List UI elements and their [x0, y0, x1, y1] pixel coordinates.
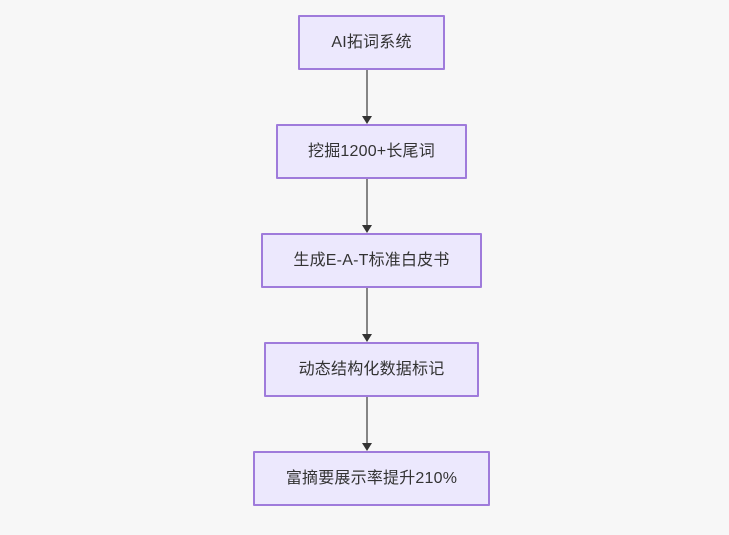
arrowhead-icon: [362, 334, 372, 342]
flow-edge: [361, 70, 373, 124]
arrowhead-icon: [362, 225, 372, 233]
flow-node[interactable]: AI拓词系统: [298, 15, 445, 70]
flow-node[interactable]: 挖掘1200+长尾词: [276, 124, 467, 179]
flow-node[interactable]: 富摘要展示率提升210%: [253, 451, 490, 506]
flow-edge: [361, 397, 373, 451]
flow-node-label: 富摘要展示率提升210%: [285, 469, 458, 487]
edge-line: [366, 288, 368, 335]
flow-edge: [361, 288, 373, 342]
flow-node-label: AI拓词系统: [331, 33, 412, 51]
flow-edge: [361, 179, 373, 233]
flow-node-label: 动态结构化数据标记: [298, 360, 445, 378]
flow-node-label: 挖掘1200+长尾词: [308, 142, 435, 160]
arrowhead-icon: [362, 443, 372, 451]
edge-line: [366, 179, 368, 226]
flow-node[interactable]: 生成E-A-T标准白皮书: [261, 233, 482, 288]
flow-node-label: 生成E-A-T标准白皮书: [293, 251, 450, 269]
flow-node[interactable]: 动态结构化数据标记: [264, 342, 479, 397]
edge-line: [366, 70, 368, 117]
arrowhead-icon: [362, 116, 372, 124]
edge-line: [366, 397, 368, 444]
